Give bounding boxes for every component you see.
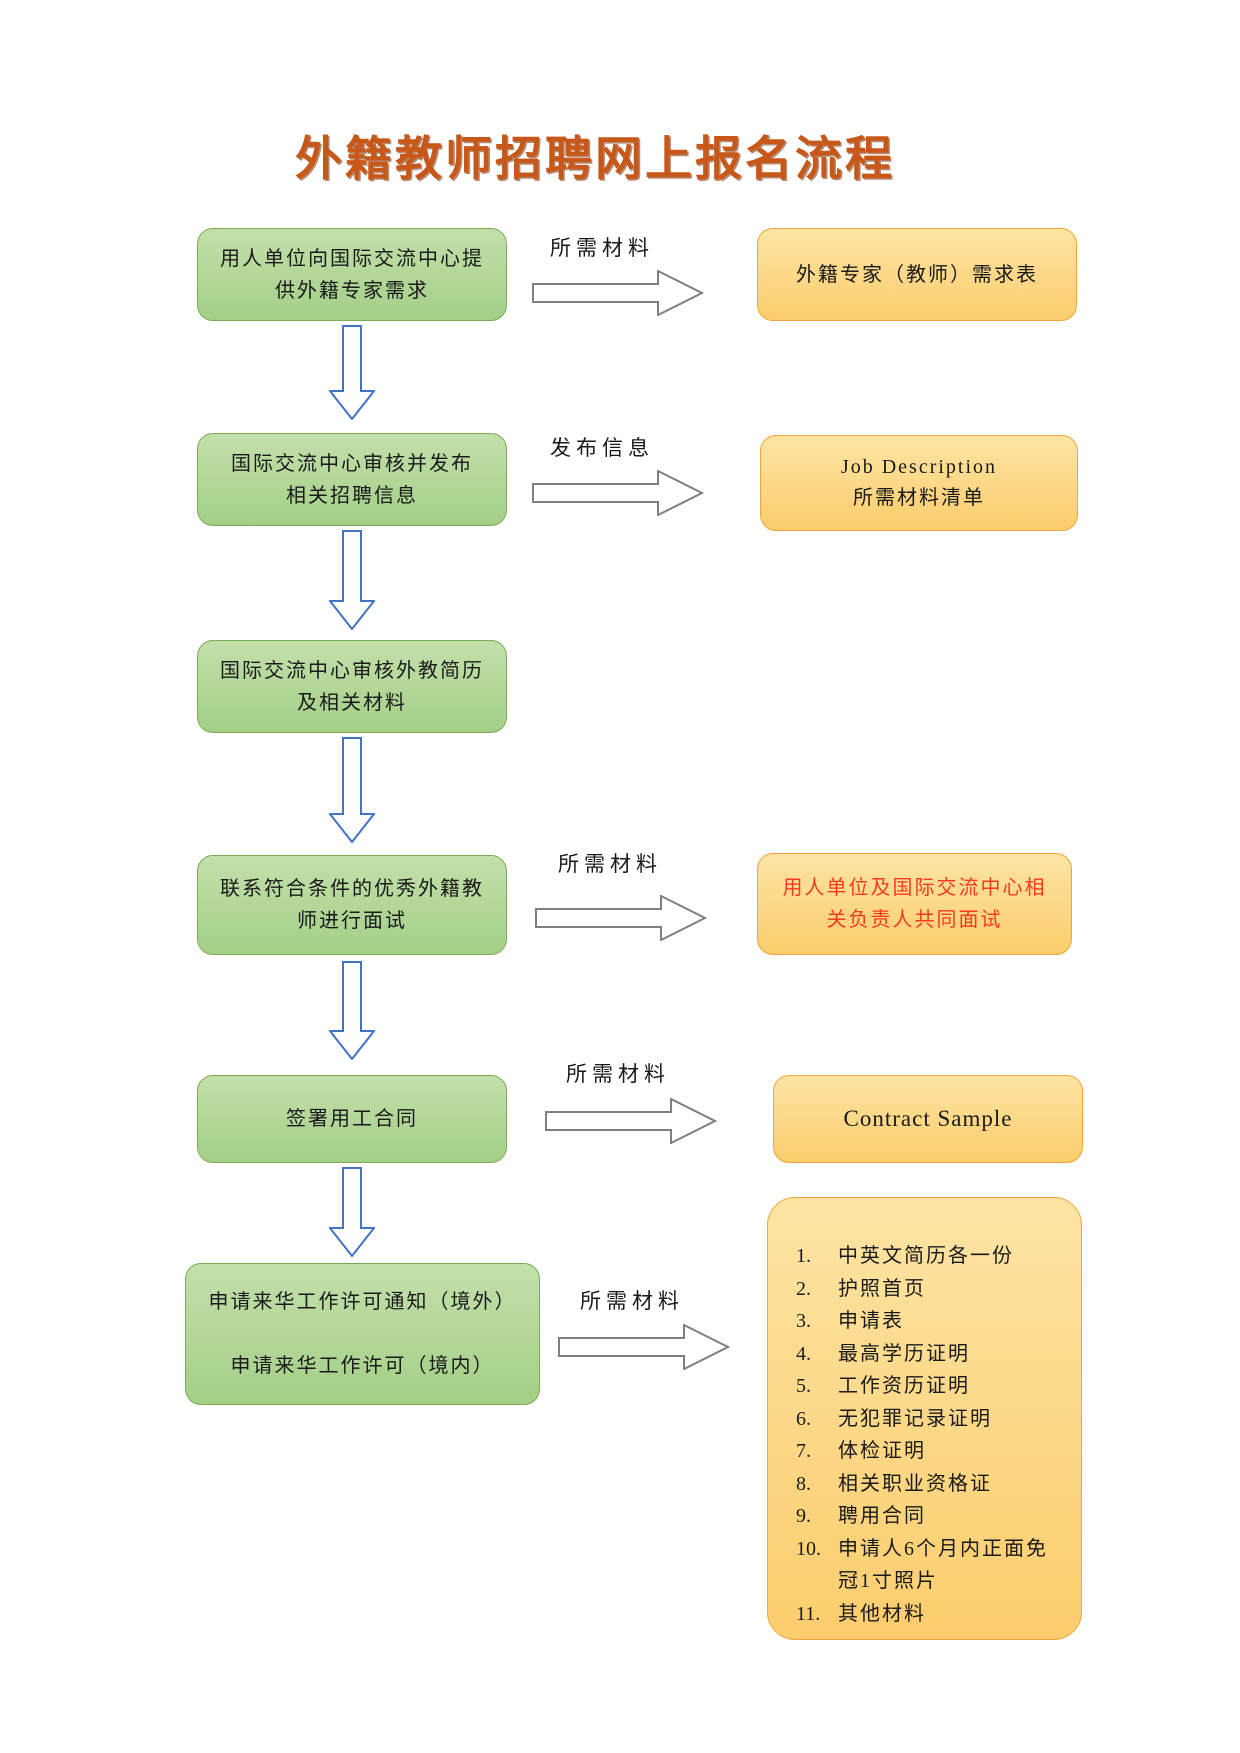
list-item-number: 4.: [796, 1342, 811, 1365]
list-item: 8. 相关职业资格证: [796, 1468, 1065, 1501]
link-label-materials-2: 所需材料: [558, 852, 662, 876]
flow-arrow-down-icon: [329, 1167, 375, 1257]
list-item: 5. 工作资历证明: [796, 1370, 1065, 1403]
list-item: 10. 申请人6个月内正面免冠1寸照片: [796, 1533, 1065, 1598]
output-joint-interview: 用人单位及国际交流中心相 关负责人共同面试: [757, 853, 1072, 955]
output-job-description: Job Description 所需材料清单: [760, 435, 1078, 531]
output-contract-sample: Contract Sample: [773, 1075, 1083, 1163]
flow-arrow-down-icon: [329, 961, 375, 1060]
list-item-text: 相关职业资格证: [838, 1472, 992, 1495]
step-review-publish: 国际交流中心审核并发布 相关招聘信息: [197, 433, 507, 526]
list-item-text: 其他材料: [838, 1602, 926, 1625]
list-item: 9. 聘用合同: [796, 1500, 1065, 1533]
page-title: 外籍教师招聘网上报名流程: [295, 134, 895, 186]
list-item-number: 1.: [796, 1245, 811, 1267]
flow-arrow-down-icon: [329, 325, 375, 420]
link-arrow-right-icon: [545, 1098, 717, 1144]
list-item-number: 7.: [796, 1440, 811, 1462]
list-item: 1. 中英文简历各一份: [796, 1240, 1065, 1273]
list-item-text: 无犯罪记录证明: [838, 1407, 992, 1430]
list-item-text: 申请表: [838, 1310, 904, 1332]
list-item: 3. 申请表: [796, 1305, 1065, 1338]
list-item-number: 5.: [796, 1375, 811, 1397]
flow-arrow-down-icon: [329, 737, 375, 843]
list-item-number: 11.: [796, 1602, 821, 1625]
list-item-number: 9.: [796, 1505, 811, 1527]
list-item: 11. 其他材料: [796, 1598, 1065, 1631]
step-provide-demand: 用人单位向国际交流中心提 供外籍专家需求: [197, 228, 507, 321]
link-arrow-right-icon: [558, 1324, 730, 1370]
link-arrow-right-icon: [532, 470, 704, 516]
link-arrow-right-icon: [535, 895, 707, 941]
list-item-text: 体检证明: [838, 1440, 926, 1462]
link-label-publish-info: 发布信息: [550, 436, 654, 460]
step-sign-contract: 签署用工合同: [197, 1075, 507, 1163]
output-demand-form: 外籍专家（教师）需求表: [757, 228, 1077, 321]
step-review-resume: 国际交流中心审核外教简历 及相关材料: [197, 640, 507, 733]
link-label-materials-1: 所需材料: [550, 236, 654, 260]
flow-arrow-down-icon: [329, 530, 375, 630]
list-item-number: 8.: [796, 1472, 811, 1495]
list-item-number: 6.: [796, 1407, 811, 1430]
list-item: 6. 无犯罪记录证明: [796, 1403, 1065, 1436]
list-item: 4. 最高学历证明: [796, 1338, 1065, 1371]
step-work-permit: 申请来华工作许可通知（境外） 申请来华工作许可（境内）: [185, 1263, 540, 1405]
link-arrow-right-icon: [532, 270, 704, 316]
list-item: 7. 体检证明: [796, 1435, 1065, 1468]
list-item-text: 最高学历证明: [838, 1342, 970, 1365]
list-item: 2. 护照首页: [796, 1273, 1065, 1306]
step-interview-contact: 联系符合条件的优秀外籍教 师进行面试: [197, 855, 507, 955]
list-item-number: 3.: [796, 1310, 811, 1332]
list-item-text: 中英文简历各一份: [838, 1245, 1014, 1267]
list-item-text: 聘用合同: [838, 1505, 926, 1527]
materials-list-box: 1. 中英文简历各一份 2. 护照首页 3. 申请表 4. 最高学历证明 5. …: [767, 1197, 1082, 1640]
link-label-materials-4: 所需材料: [580, 1289, 684, 1313]
list-item-number: 2.: [796, 1277, 811, 1300]
link-label-materials-3: 所需材料: [566, 1062, 670, 1086]
list-item-text: 申请人6个月内正面免冠1寸照片: [838, 1537, 1048, 1593]
list-item-text: 护照首页: [838, 1277, 926, 1300]
list-item-number: 10.: [796, 1537, 821, 1560]
list-item-text: 工作资历证明: [838, 1375, 970, 1397]
